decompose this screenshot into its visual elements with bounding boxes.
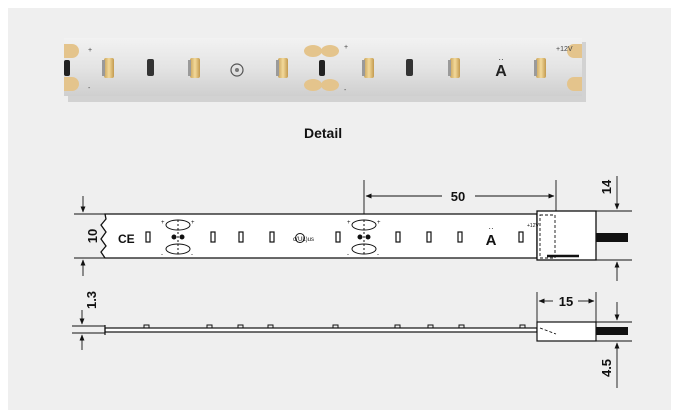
led-chip <box>102 58 114 78</box>
plus-sign-photo: + <box>344 44 348 51</box>
led-outlines <box>145 231 524 243</box>
solder-pad <box>567 44 582 58</box>
led-chip <box>448 58 460 78</box>
voltage-marking: +12V <box>527 223 539 229</box>
connector-side-dashed <box>539 327 557 335</box>
svg-text:-: - <box>161 252 163 258</box>
strip-side-profile <box>104 327 538 333</box>
led-chip <box>276 58 288 78</box>
connector-body <box>536 210 597 261</box>
ul-mark: c(UL)us <box>293 237 314 243</box>
connector-clip-dashed <box>539 214 556 259</box>
brand-mark: A <box>486 232 497 249</box>
cut-point-pads: + - + - <box>161 219 195 258</box>
cable <box>596 233 628 242</box>
dimension-connector-thickness: 4.5 <box>599 359 614 377</box>
ce-mark: CE <box>118 232 135 246</box>
svg-text:+: + <box>191 220 195 226</box>
led-chip <box>362 58 374 78</box>
ul-mark-printed <box>230 63 244 77</box>
minus-sign-photo: - <box>88 85 91 92</box>
solder-pad <box>64 77 79 91</box>
led-chip <box>534 58 546 78</box>
strip-outline <box>100 213 538 259</box>
cable-side <box>596 327 628 335</box>
resistor <box>319 60 325 76</box>
ul-mark-circle <box>295 233 305 243</box>
resistor <box>406 59 413 76</box>
cut-point-pads: + - + - <box>347 219 381 258</box>
svg-text:+: + <box>161 220 165 226</box>
plus-sign-photo: + <box>88 47 92 54</box>
brand-mark-dots: ·· <box>498 55 503 64</box>
led-side-bumps <box>143 324 526 329</box>
minus-sign-photo: - <box>344 87 347 94</box>
svg-text:-: - <box>377 252 379 258</box>
led-chip <box>188 58 200 78</box>
solder-pad <box>64 44 79 58</box>
ul-mark-dot <box>235 68 239 72</box>
solder-pad <box>304 45 322 57</box>
resistor <box>64 60 70 76</box>
brand-mark-printed: A <box>495 63 507 80</box>
dimension-strip-thickness: 1.3 <box>84 291 99 309</box>
brand-mark-dots: ·· <box>488 224 493 233</box>
svg-text:+: + <box>377 220 381 226</box>
dimension-pitch: 50 <box>451 189 465 204</box>
dimension-connector-height: 14 <box>599 179 614 194</box>
dimension-connector-length: 15 <box>559 294 573 309</box>
solder-pad <box>321 45 339 57</box>
svg-text:-: - <box>191 252 193 258</box>
resistor <box>147 59 154 76</box>
svg-text:+: + <box>347 220 351 226</box>
svg-text:-: - <box>347 252 349 258</box>
solder-pad <box>304 79 322 91</box>
connector-side <box>536 321 597 342</box>
solder-pad <box>321 79 339 91</box>
solder-pad <box>567 77 582 91</box>
dimension-strip-width: 10 <box>85 229 100 243</box>
detail-caption: Detail <box>304 125 343 141</box>
voltage-label-photo: +12V <box>556 46 573 53</box>
